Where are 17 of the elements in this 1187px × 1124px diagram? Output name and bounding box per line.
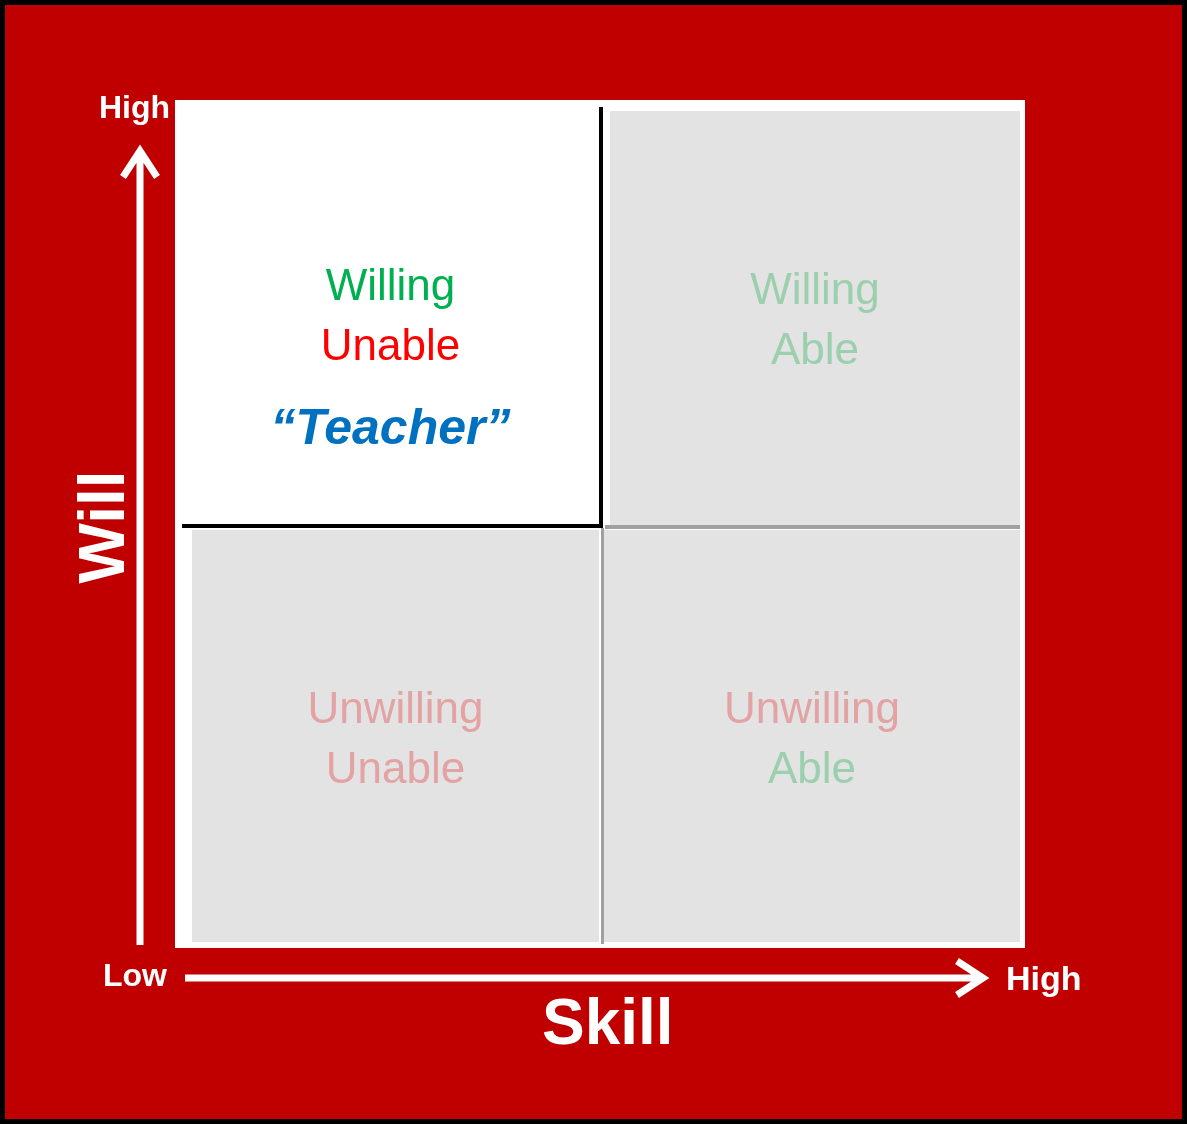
quadrant-text: Unable xyxy=(320,319,461,371)
axis-label: High xyxy=(1006,961,1082,995)
quadrant-text: Unable xyxy=(325,742,466,794)
quadrant xyxy=(610,111,1020,525)
axis-label: Skill xyxy=(542,990,674,1054)
quadrant-text: Able xyxy=(770,323,860,375)
quadrant-text: Unwilling xyxy=(307,682,484,734)
quadrant-text: Able xyxy=(767,742,857,794)
quadrant xyxy=(604,530,1020,942)
axis-label: High xyxy=(99,91,171,123)
axis-label: Low xyxy=(103,959,167,991)
quadrant-text: Unwilling xyxy=(723,682,901,734)
axis-label: Will xyxy=(69,470,134,584)
quadrant-text: Willing xyxy=(325,259,456,311)
quadrant-text: “Teacher” xyxy=(270,398,511,457)
quadrant-text: Willing xyxy=(750,263,880,315)
quadrant xyxy=(192,530,599,942)
